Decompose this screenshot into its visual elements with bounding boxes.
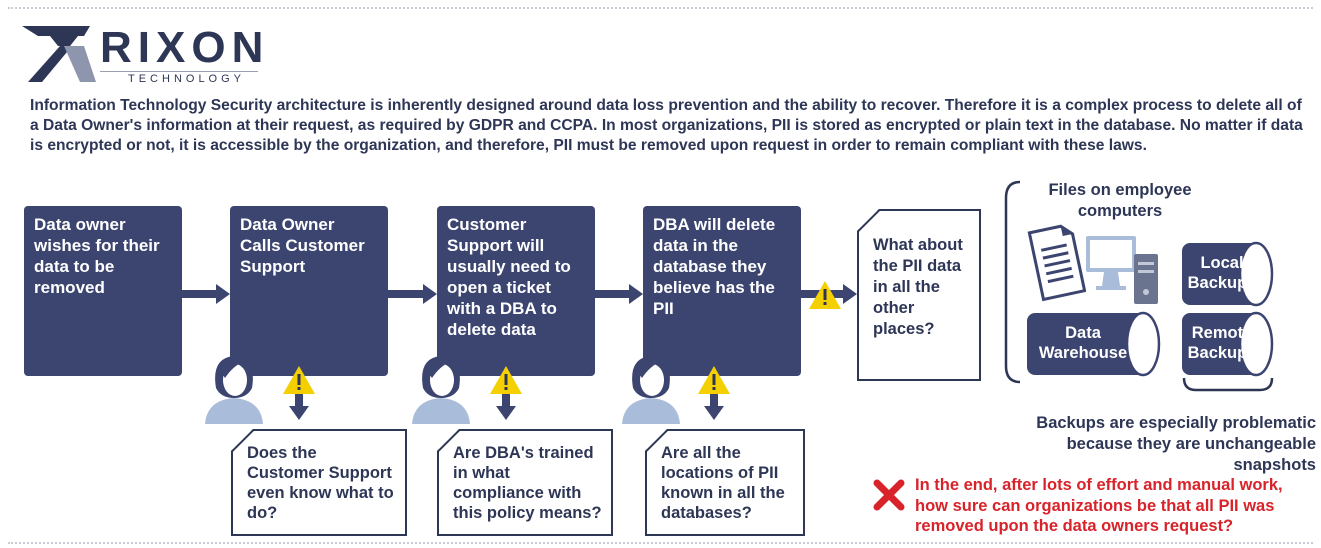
warning-down-arrow-icon — [283, 366, 315, 420]
brand-divider — [100, 71, 258, 72]
step-calls-customer-support: Data Owner Calls Customer Support — [230, 206, 388, 376]
local-backups-label: Local Backups — [1187, 254, 1257, 292]
right-arrow-icon — [388, 284, 437, 304]
backups-note: Backups are especially problematic becau… — [1036, 414, 1316, 474]
remote-backups-cylinder — [1182, 311, 1274, 377]
question-dba-training: Are DBA's trained in what compliance wit… — [437, 429, 613, 536]
data-warehouse-cylinder — [1027, 311, 1161, 377]
desktop-computer-icon — [1086, 236, 1158, 304]
conclusion-text: In the end, after lots of effort and man… — [915, 476, 1283, 535]
step-data-owner-request: Data owner wishes for their data to be r… — [24, 206, 182, 376]
red-x-icon — [873, 479, 905, 511]
person-avatar-icon — [412, 356, 470, 424]
grouping-bracket — [1004, 180, 1021, 384]
question-text: Are all the locations of PII known in al… — [661, 444, 785, 522]
person-avatar-icon — [622, 356, 680, 424]
question-text: Are DBA's trained in what compliance wit… — [453, 444, 602, 522]
warning-down-arrow-icon — [698, 366, 730, 420]
document-icon — [1027, 224, 1086, 302]
brand-name: RIXON — [100, 23, 270, 72]
question-customer-support: Does the Customer Support even know what… — [231, 429, 407, 536]
bottom-dotted-divider — [8, 542, 1313, 544]
question-text: What about the PII data in all the other… — [873, 236, 963, 338]
remote-backups-label: Remote Backups — [1187, 324, 1257, 362]
question-pii-locations: Are all the locations of PII known in al… — [645, 429, 805, 536]
brand-tagline: TECHNOLOGY — [128, 73, 246, 85]
top-dotted-divider — [8, 7, 1313, 9]
warning-down-arrow-icon — [490, 366, 522, 420]
backups-bracket — [1182, 377, 1274, 392]
files-on-employee-computers-label: Files on employee computers — [1048, 181, 1192, 220]
step-dba-deletes-data: DBA will delete data in the database the… — [643, 206, 801, 376]
warning-icon — [809, 281, 841, 309]
local-backups-cylinder — [1182, 241, 1274, 307]
right-arrow-icon — [595, 284, 643, 304]
right-arrow-icon — [182, 284, 230, 304]
person-avatar-icon — [205, 356, 263, 424]
rixon-logo-mark-icon — [22, 26, 96, 82]
question-text: Does the Customer Support even know what… — [247, 444, 394, 522]
intro-paragraph: Information Technology Security architec… — [30, 97, 1303, 154]
other-places-question: What about the PII data in all the other… — [857, 209, 981, 381]
data-warehouse-label: Data Warehouse — [1038, 324, 1128, 362]
step-open-ticket-with-dba: Customer Support will usually need to op… — [437, 206, 595, 376]
